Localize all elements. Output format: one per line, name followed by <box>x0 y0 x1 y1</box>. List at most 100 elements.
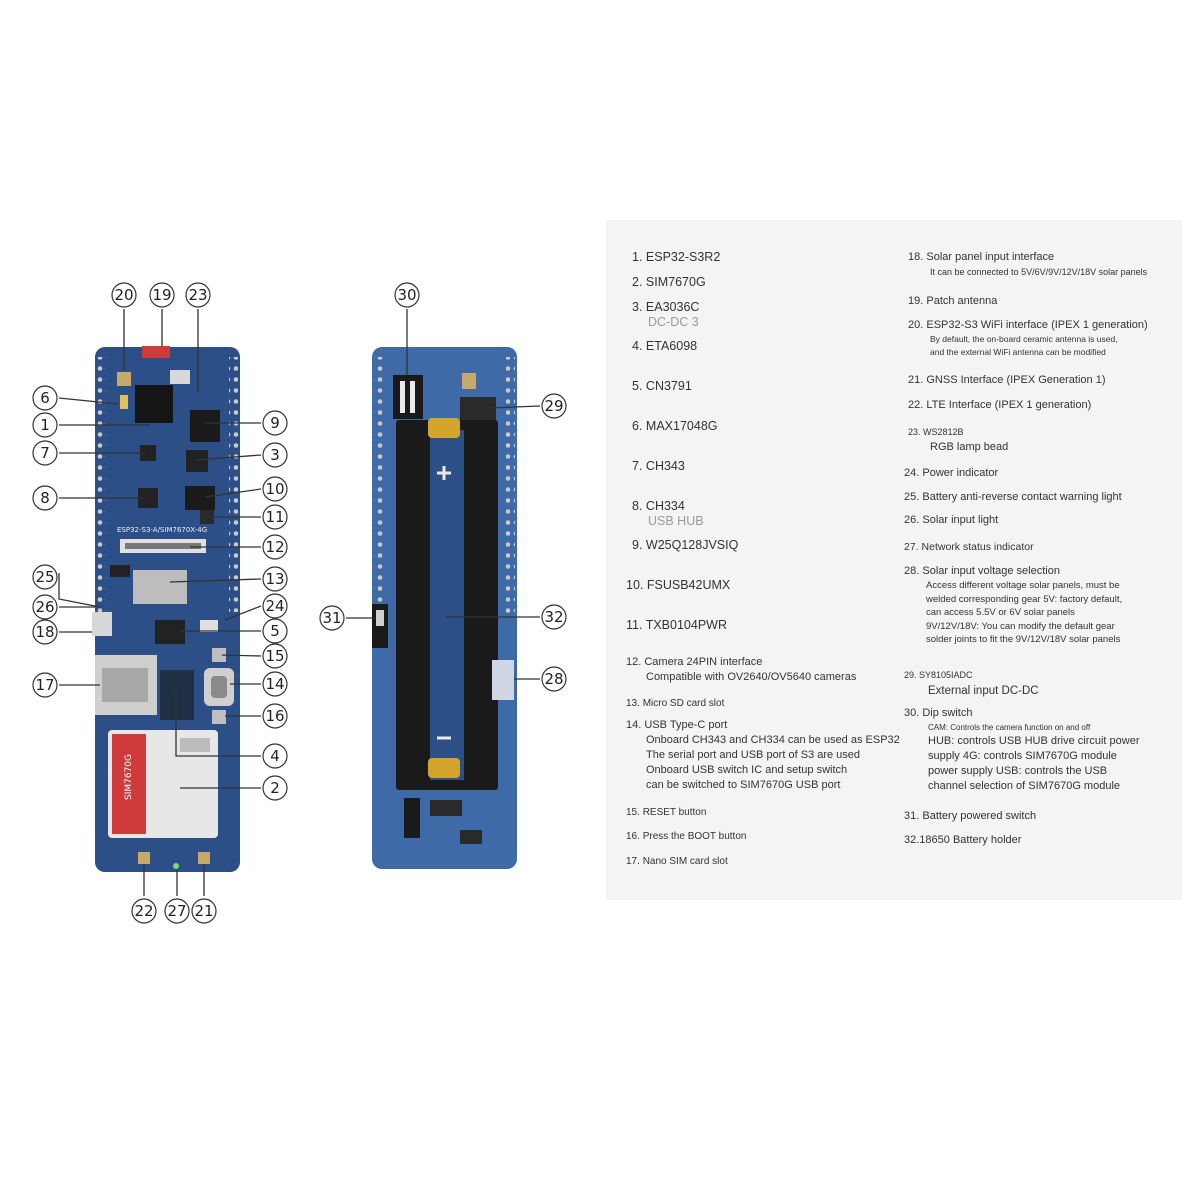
legend-item-6: 6. MAX17048G <box>632 419 718 433</box>
svg-text:19: 19 <box>152 286 171 304</box>
callout-15: 15 <box>262 643 288 669</box>
callout-23: 23 <box>185 282 211 308</box>
callout-22: 22 <box>131 898 157 924</box>
micro-sd-slot <box>133 570 187 604</box>
svg-text:8: 8 <box>40 489 50 507</box>
legend-item-14: 14. USB Type-C port Onboard CH343 and CH… <box>626 719 900 791</box>
callout-9: 9 <box>262 410 288 436</box>
wifi-ipex-connector <box>117 372 131 386</box>
leader-lines <box>58 309 541 896</box>
legend-item-5: 5. CN3791 <box>632 379 692 393</box>
callout-24: 24 <box>262 593 288 619</box>
callout-17: 17 <box>32 672 58 698</box>
front-board: ESP32-S3-A/SIM7670X-4G SIM7670G <box>92 346 240 872</box>
legend-item-27: 27. Network status indicator <box>904 541 1034 553</box>
legend-item-7: 7. CH343 <box>632 459 685 473</box>
svg-text:2: 2 <box>270 779 280 797</box>
callout-30: 30 <box>394 282 420 308</box>
callout-18: 18 <box>32 619 58 645</box>
callouts: 20 19 23 6 1 7 8 25 26 18 17 9 3 10 11 1… <box>32 282 567 924</box>
legend-item-1: 1. ESP32-S3R2 <box>632 250 721 264</box>
legend-item-9: 9. W25Q128JVSIQ <box>632 538 739 552</box>
legend-item-30: 30. Dip switch CAM: Controls the camera … <box>904 707 1140 792</box>
svg-text:30: 30 <box>397 286 416 304</box>
patch-antenna <box>142 346 170 358</box>
gnss-ipex-connector <box>198 852 210 864</box>
ch334-chip <box>138 488 158 508</box>
callout-25: 25 <box>32 564 58 590</box>
legend-item-11: 11. TXB0104PWR <box>626 618 727 632</box>
svg-text:20: 20 <box>114 286 133 304</box>
reset-button <box>212 648 226 662</box>
callout-4: 4 <box>262 743 288 769</box>
callout-13: 13 <box>262 566 288 592</box>
legend-item-17: 17. Nano SIM card slot <box>626 856 728 867</box>
legend-item-21: 21. GNSS Interface (IPEX Generation 1) <box>908 374 1106 386</box>
callout-6: 6 <box>32 385 58 411</box>
legend-item-22: 22. LTE Interface (IPEX 1 generation) <box>908 399 1092 411</box>
legend-item-16: 16. Press the BOOT button <box>626 831 747 842</box>
callout-29: 29 <box>541 393 567 419</box>
legend-item-20: 20. ESP32-S3 WiFi interface (IPEX 1 gene… <box>908 319 1148 357</box>
lte-ipex-connector <box>138 852 150 864</box>
svg-text:18: 18 <box>35 623 54 641</box>
callout-16: 16 <box>262 703 288 729</box>
svg-text:7: 7 <box>40 444 50 462</box>
boot-button <box>212 710 226 724</box>
callout-12: 12 <box>262 534 288 560</box>
svg-text:12: 12 <box>265 538 284 556</box>
callout-7: 7 <box>32 440 58 466</box>
legend-item-2: 2. SIM7670G <box>632 275 706 289</box>
callout-3: 3 <box>262 442 288 468</box>
dcdc-chip <box>460 397 496 421</box>
svg-text:1: 1 <box>40 416 50 434</box>
svg-text:6: 6 <box>40 389 50 407</box>
front-silk-text: ESP32-S3-A/SIM7670X-4G <box>117 526 207 534</box>
svg-text:14: 14 <box>265 675 284 693</box>
sim-module-label: SIM7670G <box>124 754 134 800</box>
svg-text:13: 13 <box>265 570 284 588</box>
callout-14: 14 <box>262 671 288 697</box>
svg-text:29: 29 <box>544 397 563 415</box>
svg-text:5: 5 <box>270 622 280 640</box>
callout-10: 10 <box>262 476 288 502</box>
battery-contact-top <box>428 418 460 438</box>
callout-1: 1 <box>32 412 58 438</box>
legend-item-10: 10. FSUSB42UMX <box>626 578 731 592</box>
callout-26: 26 <box>32 594 58 620</box>
svg-text:26: 26 <box>35 598 54 616</box>
svg-text:28: 28 <box>544 670 563 688</box>
svg-text:31: 31 <box>322 609 341 627</box>
legend-item-13: 13. Micro SD card slot <box>626 698 725 709</box>
callout-27: 27 <box>164 898 190 924</box>
callout-28: 28 <box>541 666 567 692</box>
callout-5: 5 <box>262 618 288 644</box>
svg-text:17: 17 <box>35 676 54 694</box>
svg-text:4: 4 <box>270 747 280 765</box>
svg-text:25: 25 <box>35 568 54 586</box>
callout-20: 20 <box>111 282 137 308</box>
legend-item-28: 28. Solar input voltage selection Access… <box>904 565 1123 645</box>
legend-item-15: 15. RESET button <box>626 807 707 818</box>
svg-text:22: 22 <box>134 902 153 920</box>
callout-31: 31 <box>319 605 345 631</box>
legend-item-24: 24. Power indicator <box>904 467 999 479</box>
legend-item-26: 26. Solar input light <box>904 514 999 526</box>
legend-item-19: 19. Patch antenna <box>908 295 998 307</box>
callout-19: 19 <box>149 282 175 308</box>
legend-item-31: 31. Battery powered switch <box>904 810 1037 822</box>
ch343-chip <box>140 445 156 461</box>
legend-item-25: 25. Battery anti-reverse contact warning… <box>904 491 1122 503</box>
legend-item-32: 32.18650 Battery holder <box>904 834 1022 846</box>
svg-text:10: 10 <box>265 480 284 498</box>
svg-text:11: 11 <box>265 508 284 526</box>
solar-voltage-pads <box>492 660 514 700</box>
flash-chip <box>190 410 220 442</box>
